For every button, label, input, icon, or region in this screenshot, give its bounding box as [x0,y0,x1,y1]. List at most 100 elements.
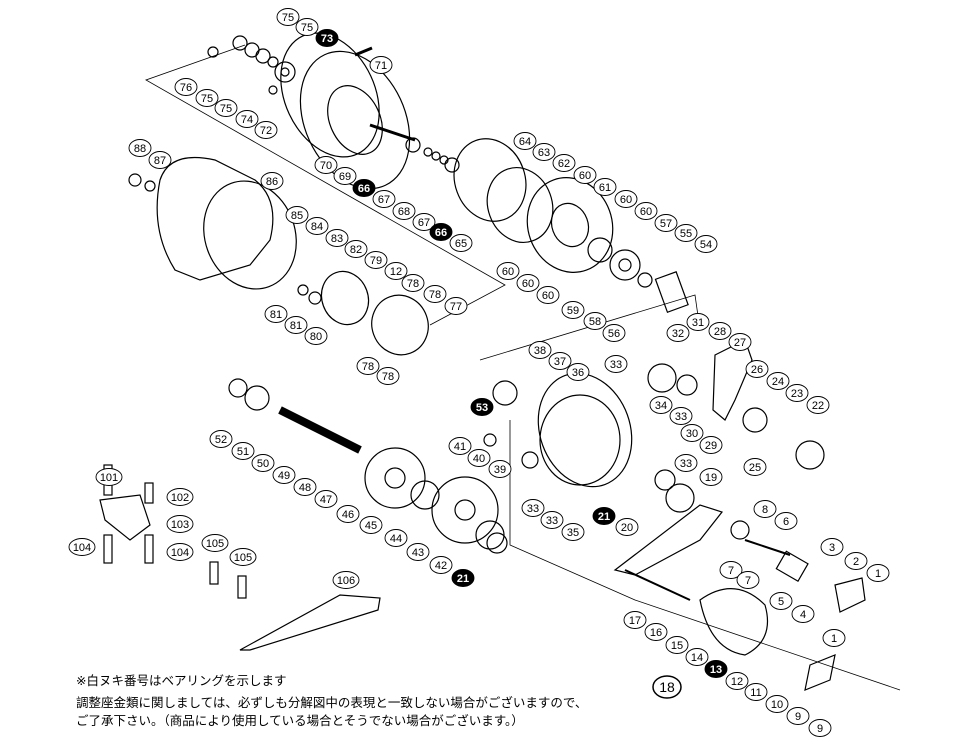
label-bubble [528,341,552,359]
part-label: 3 [820,538,844,556]
label-bubble [359,516,383,534]
label-bubble [429,223,453,241]
label-bubble [285,206,309,224]
label-bubble [260,172,284,190]
label-bubble [251,454,275,472]
label-bubble [686,313,710,331]
part-number-labels: 7575737176757574727069666768676665646362… [68,8,890,737]
part-label: 9 [786,707,810,725]
part-label: 18 [652,675,682,699]
part-label: 60 [573,166,597,184]
part-number: 48 [299,482,311,494]
label-bubble [332,571,360,589]
part-label: 102 [166,488,194,506]
label-bubble [384,529,408,547]
part-number: 41 [454,441,466,453]
part-number: 22 [812,400,824,412]
label-bubble [272,466,296,484]
part-label: 50 [251,454,275,472]
part-number: 82 [350,244,362,256]
part-label: 75 [276,8,300,26]
part-label: 83 [325,229,349,247]
part-number: 64 [519,136,531,148]
part-number: 78 [407,278,419,290]
bearing-part-label: 66 [429,223,453,241]
part-number: 55 [680,228,692,240]
label-bubble [128,139,152,157]
part-label: 105 [229,548,257,566]
label-bubble [369,56,393,74]
bearing-part-label: 21 [451,569,475,587]
part-number: 30 [686,428,698,440]
part-label: 105 [201,534,229,552]
part-number: 15 [671,640,683,652]
label-bubble [536,286,560,304]
part-label: 19 [699,468,723,486]
part-label: 61 [593,178,617,196]
part-number: 43 [412,547,424,559]
part-number: 61 [599,182,611,194]
label-bubble [634,202,658,220]
part-label: 74 [235,110,259,128]
label-bubble [356,357,380,375]
label-bubble [540,511,564,529]
washer-note-line2: ご了承下さい。（商品により使用している場合とそうでない場合がございます。） [76,713,524,728]
label-bubble [325,229,349,247]
part-number: 60 [542,290,554,302]
label-bubble [293,478,317,496]
part-number: 34 [655,400,667,412]
part-label: 33 [674,454,698,472]
part-label: 17 [623,611,647,629]
part-number: 37 [554,356,566,368]
label-bubble [235,110,259,128]
label-bubble [704,660,728,678]
part-number: 50 [257,458,269,470]
part-label: 26 [745,360,769,378]
part-number: 29 [705,440,717,452]
part-label: 44 [384,529,408,547]
part-label: 33 [521,499,545,517]
part-number: 46 [342,509,354,521]
label-bubble [412,213,436,231]
part-label: 51 [231,442,255,460]
group-boundary-handle [509,420,901,691]
part-number: 71 [375,60,387,72]
part-label: 75 [195,89,219,107]
part-number: 106 [337,575,355,587]
label-bubble [654,214,678,232]
part-number: 5 [778,596,784,608]
part-number: 7 [728,565,734,577]
label-bubble [496,262,520,280]
part-label: 7 [736,571,760,589]
label-bubble [166,488,194,506]
part-label: 57 [654,214,678,232]
label-bubble [372,190,396,208]
part-label: 65 [449,234,473,252]
label-bubble [652,675,682,699]
label-bubble [451,569,475,587]
part-label: 36 [566,363,590,381]
part-label: 54 [694,235,718,253]
part-label: 81 [284,316,308,334]
label-bubble [429,556,453,574]
part-number: 79 [370,255,382,267]
part-number: 12 [390,266,402,278]
part-number: 8 [762,504,768,516]
part-number: 21 [457,573,469,585]
label-bubble [449,234,473,252]
label-bubble [467,449,491,467]
label-bubble [305,217,329,235]
part-label: 60 [614,190,638,208]
part-number: 62 [558,158,570,170]
part-label: 41 [448,437,472,455]
part-label: 87 [148,151,172,169]
part-label: 32 [666,324,690,342]
label-bubble [229,548,257,566]
part-label: 78 [356,357,380,375]
part-number: 39 [494,464,506,476]
part-label: 25 [743,458,767,476]
part-label: 38 [528,341,552,359]
label-bubble [401,274,425,292]
label-bubble [728,333,752,351]
